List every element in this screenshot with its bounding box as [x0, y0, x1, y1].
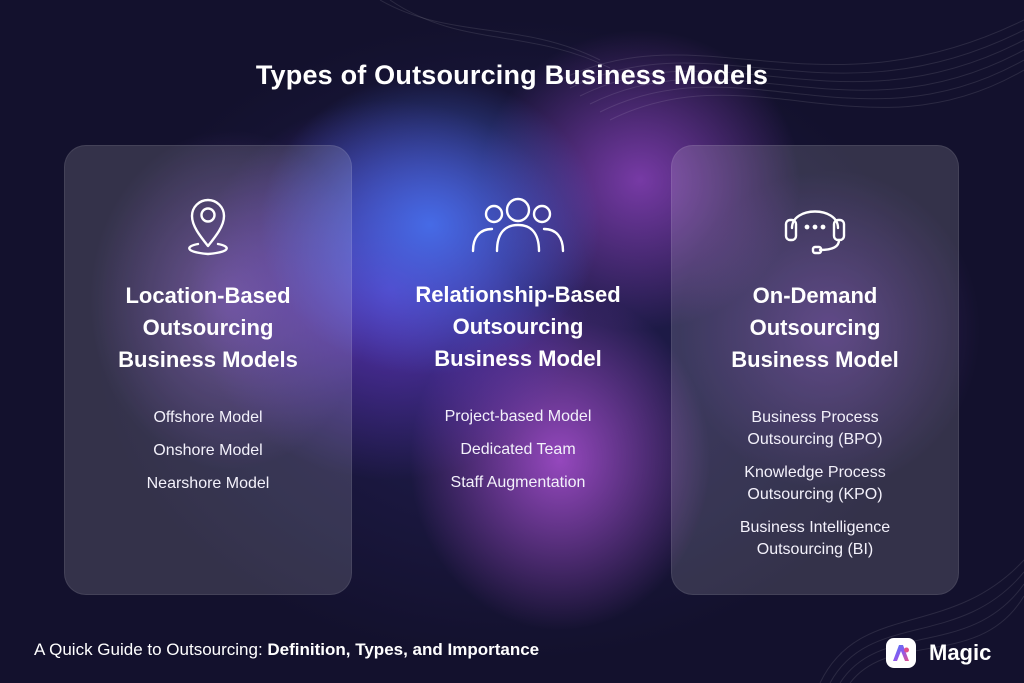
- team-group-icon: [468, 193, 568, 257]
- footer-prefix: A Quick Guide to Outsourcing:: [34, 640, 268, 659]
- location-pin-icon: [158, 194, 258, 258]
- list-item: Knowledge Process Outsourcing (KPO): [744, 464, 886, 503]
- list-item: Business Intelligence Outsourcing (BI): [739, 519, 891, 558]
- card-on-demand: On-Demand Outsourcing Business Model Bus…: [671, 145, 959, 595]
- list-item: Business Process Outsourcing (BPO): [747, 409, 883, 448]
- card-title: On-Demand Outsourcing Business Model: [731, 283, 899, 372]
- brand: Magic: [886, 638, 991, 668]
- card-relationship-based: Relationship-Based Outsourcing Business …: [374, 145, 662, 595]
- footer-caption: A Quick Guide to Outsourcing: Definition…: [34, 640, 539, 660]
- list-item: Offshore Model: [153, 409, 263, 426]
- card-item-list: Project-based Model Dedicated Team Staff…: [374, 406, 662, 505]
- list-item: Onshore Model: [153, 442, 263, 459]
- magic-logo-icon: [886, 638, 916, 668]
- list-item: Project-based Model: [444, 408, 592, 425]
- headset-icon: [765, 194, 865, 258]
- list-item: Nearshore Model: [146, 475, 270, 492]
- card-title: Location-Based Outsourcing Business Mode…: [118, 283, 298, 372]
- brand-name: Magic: [929, 640, 992, 665]
- footer-emphasis: Definition, Types, and Importance: [267, 640, 540, 659]
- list-item: Staff Augmentation: [450, 474, 586, 491]
- card-title: Relationship-Based Outsourcing Business …: [415, 282, 621, 371]
- card-location-based: Location-Based Outsourcing Business Mode…: [64, 145, 352, 595]
- card-item-list: Business Process Outsourcing (BPO) Knowl…: [672, 407, 958, 572]
- page-title: Types of Outsourcing Business Models: [255, 60, 769, 90]
- card-item-list: Offshore Model Onshore Model Nearshore M…: [65, 407, 351, 506]
- list-item: Dedicated Team: [460, 441, 576, 458]
